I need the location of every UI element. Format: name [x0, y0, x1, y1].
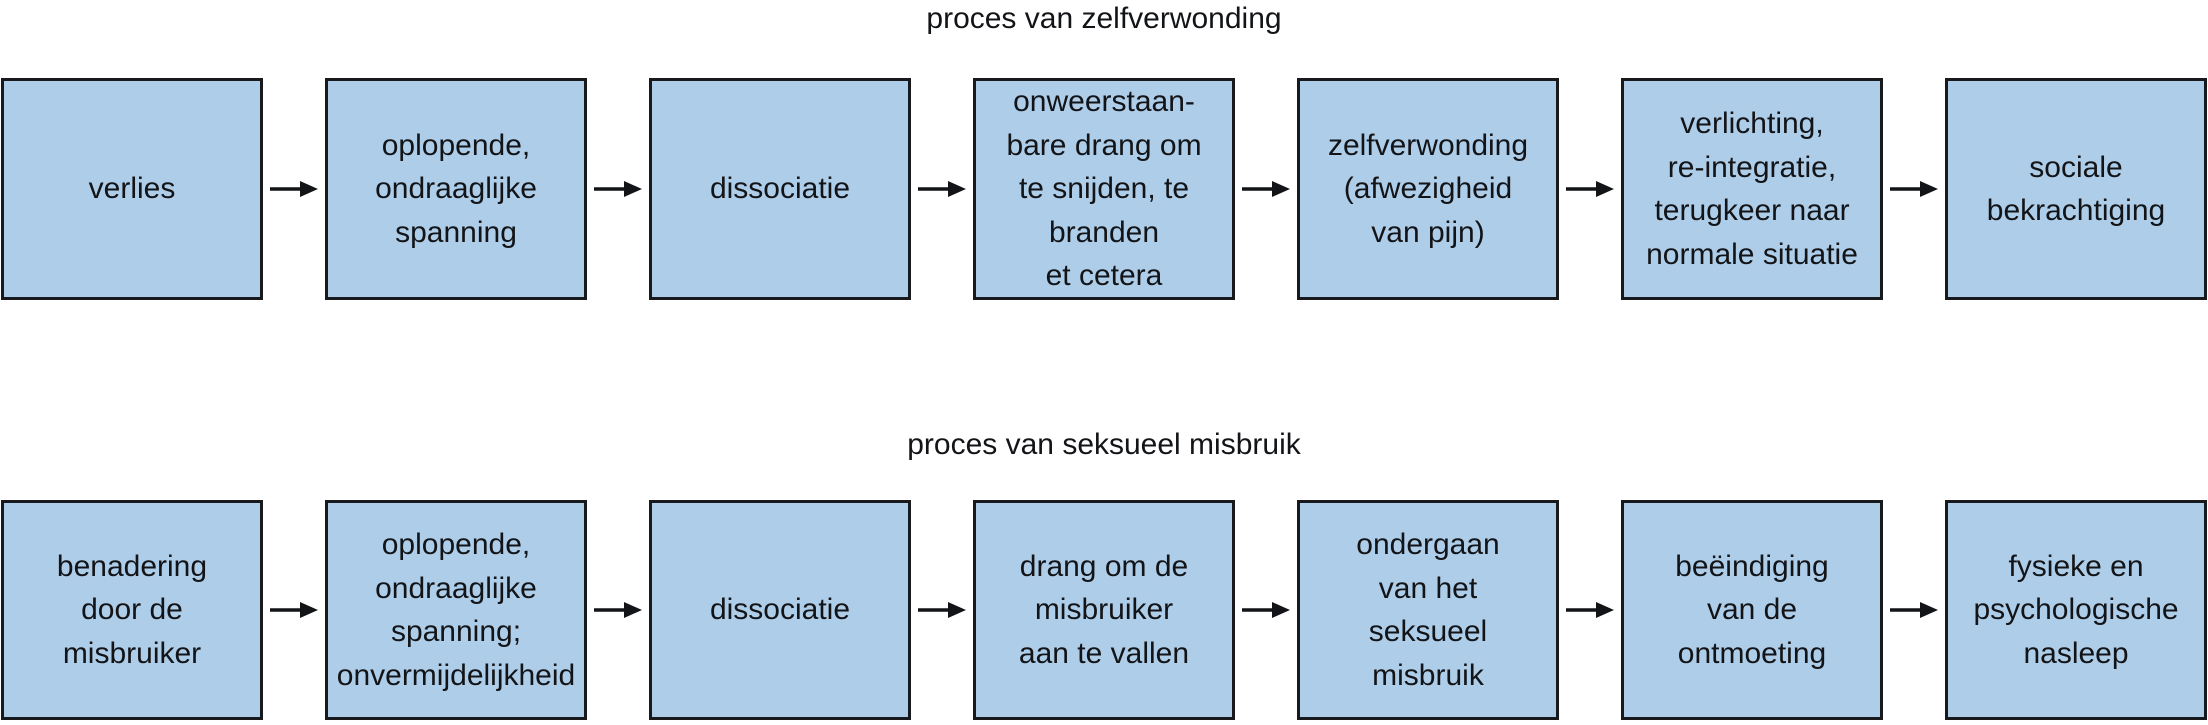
arrow-right-icon — [1559, 78, 1621, 300]
arrow-right-icon — [263, 78, 325, 300]
box-dissociatie-2: dissociatie — [649, 500, 911, 720]
box-label: ondergaan van het seksueel misbruik — [1356, 528, 1500, 692]
box-benadering: benadering door de misbruiker — [1, 500, 263, 720]
diagram-title-seksueel-misbruik: proces van seksueel misbruik — [907, 428, 1301, 461]
box-oplopende-spanning: oplopende, ondraaglijke spanning — [325, 78, 587, 300]
box-label: benadering door de misbruiker — [56, 549, 208, 670]
box-label: oplopende, ondraaglijke spanning; onverm… — [336, 528, 576, 692]
box-oplopende-spanning-onvermijdelijkheid: oplopende, ondraaglijke spanning; onverm… — [325, 500, 587, 720]
box-nasleep: fysieke en psychologische nasleep — [1945, 500, 2207, 720]
box-label: drang om de misbruiker aan te vallen — [1018, 549, 1190, 670]
flow-row-zelfverwonding: verlies oplopende, ondraaglijke spanning… — [1, 78, 2207, 300]
arrow-right-icon — [1883, 78, 1945, 300]
arrow-right-icon — [1235, 78, 1297, 300]
box-zelfverwonding: zelfverwonding (afwezigheid van pijn) — [1297, 78, 1559, 300]
box-onweerstaanbare-drang: onweerstaan- bare drang om te snijden, t… — [973, 78, 1235, 300]
arrow-right-icon — [587, 78, 649, 300]
box-verlies: verlies — [1, 78, 263, 300]
box-label: onweerstaan- bare drang om te snijden, t… — [1006, 85, 1202, 293]
arrow-right-icon — [1559, 500, 1621, 720]
arrow-right-icon — [1235, 500, 1297, 720]
diagram-title-zelfverwonding: proces van zelfverwonding — [926, 2, 1282, 35]
arrow-right-icon — [587, 500, 649, 720]
arrow-right-icon — [911, 500, 973, 720]
box-label: beëindiging van de ontmoeting — [1675, 549, 1829, 670]
box-verlichting: verlichting, re-integratie, terugkeer na… — [1621, 78, 1883, 300]
box-sociale-bekrachtiging: sociale bekrachtiging — [1945, 78, 2207, 300]
box-label: oplopende, ondraaglijke spanning — [375, 128, 537, 249]
box-label: zelfverwonding (afwezigheid van pijn) — [1327, 128, 1529, 249]
box-drang-aanvallen: drang om de misbruiker aan te vallen — [973, 500, 1235, 720]
box-label: verlichting, re-integratie, terugkeer na… — [1646, 107, 1858, 271]
box-dissociatie-1: dissociatie — [649, 78, 911, 300]
arrow-right-icon — [263, 500, 325, 720]
box-label: dissociatie — [709, 172, 851, 206]
box-label: verlies — [88, 172, 176, 206]
box-label: fysieke en psychologische nasleep — [1973, 549, 2179, 670]
box-label: sociale bekrachtiging — [1986, 150, 2166, 228]
box-label: dissociatie — [709, 593, 851, 627]
box-beeindiging: beëindiging van de ontmoeting — [1621, 500, 1883, 720]
box-ondergaan-misbruik: ondergaan van het seksueel misbruik — [1297, 500, 1559, 720]
arrow-right-icon — [911, 78, 973, 300]
flow-row-seksueel-misbruik: benadering door de misbruiker oplopende,… — [1, 500, 2207, 720]
arrow-right-icon — [1883, 500, 1945, 720]
